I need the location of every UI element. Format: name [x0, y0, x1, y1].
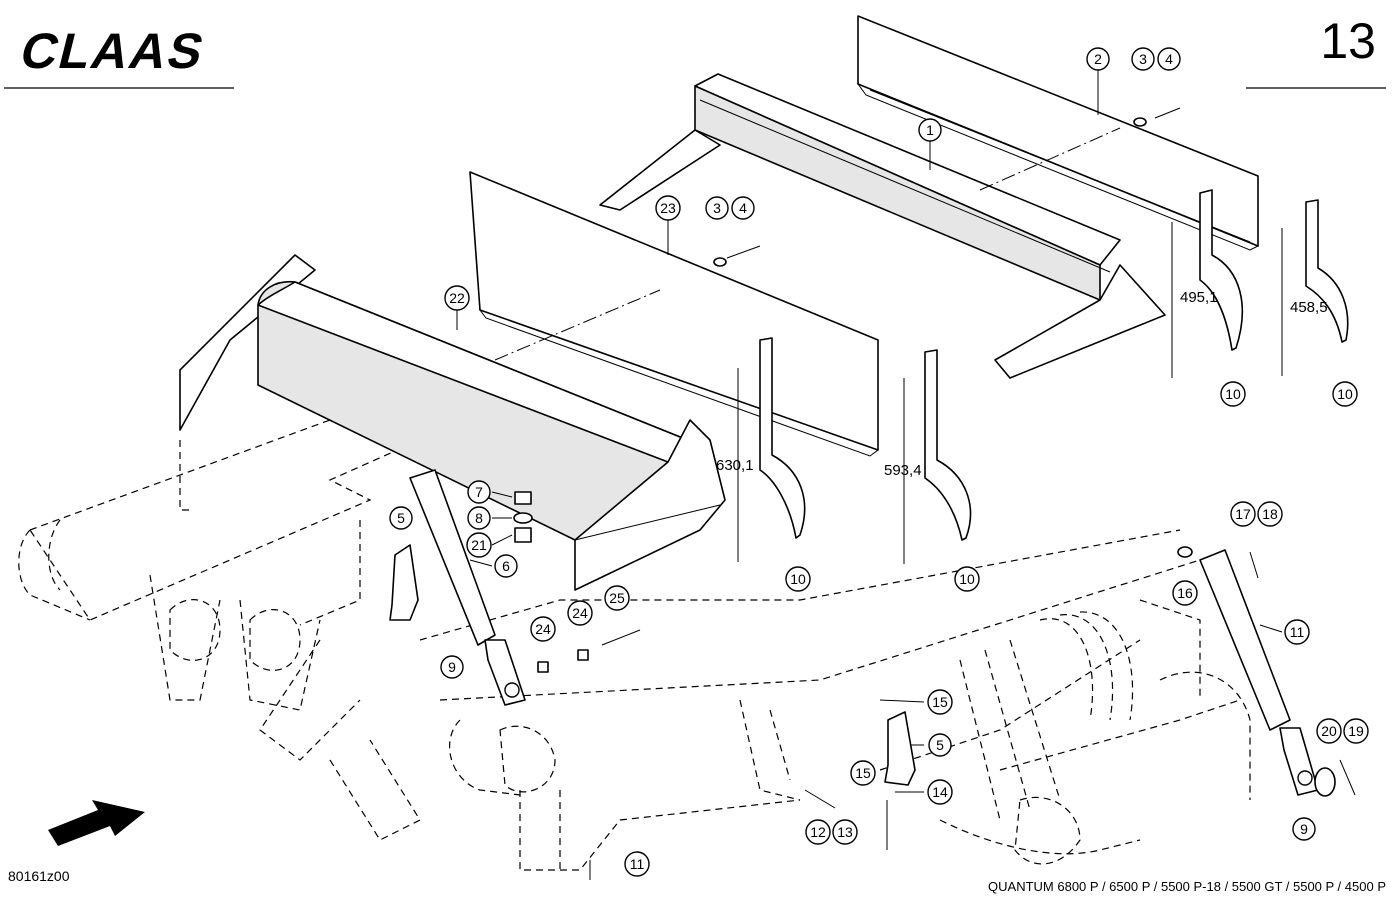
callout-13: 13 — [832, 819, 858, 845]
svg-text:4: 4 — [739, 200, 747, 216]
svg-text:9: 9 — [448, 659, 456, 675]
callout-19: 19 — [1343, 718, 1369, 744]
svg-text:24: 24 — [535, 621, 551, 637]
callout-22: 22 — [444, 285, 470, 311]
callout-9: 9 — [1292, 817, 1316, 841]
callout-5: 5 — [389, 506, 413, 530]
callout-10: 10 — [1332, 381, 1358, 407]
callout-12: 12 — [805, 819, 831, 845]
direction-arrow-icon — [48, 800, 145, 846]
callout-23: 23 — [655, 195, 681, 221]
page-number: 13 — [1320, 13, 1376, 69]
svg-text:21: 21 — [471, 537, 487, 553]
svg-text:19: 19 — [1348, 723, 1364, 739]
leader-lines — [456, 70, 1283, 793]
callout-4: 4 — [1157, 47, 1181, 71]
callout-25: 25 — [604, 585, 630, 611]
part-23-middle-plate — [469, 171, 880, 457]
callout-24: 24 — [530, 616, 556, 642]
brand-logo: CLAAS — [15, 23, 212, 79]
callout-17: 17 — [1230, 501, 1256, 527]
svg-text:24: 24 — [572, 605, 588, 621]
part-2-rear-plate — [856, 15, 1260, 251]
svg-text:12: 12 — [810, 824, 826, 840]
svg-text:20: 20 — [1321, 723, 1337, 739]
callout-3: 3 — [705, 196, 729, 220]
callout-15: 15 — [850, 760, 876, 786]
part-10-blade-c — [1199, 189, 1244, 351]
dimension-593-4: 593,4 — [884, 378, 922, 564]
callout-18: 18 — [1257, 501, 1283, 527]
svg-text:7: 7 — [475, 484, 483, 500]
callout-6: 6 — [494, 554, 518, 578]
hardware-items — [513, 107, 1356, 880]
callout-10: 10 — [1220, 381, 1246, 407]
callout-11: 11 — [1284, 619, 1310, 645]
part-10-blade-b — [924, 349, 972, 541]
callout-1: 1 — [918, 118, 942, 142]
svg-text:16: 16 — [1177, 585, 1193, 601]
svg-text:10: 10 — [1337, 386, 1353, 402]
svg-text:3: 3 — [713, 200, 721, 216]
callout-10: 10 — [785, 566, 811, 592]
callout-9: 9 — [440, 655, 464, 679]
svg-text:15: 15 — [855, 765, 871, 781]
callout-15: 15 — [927, 689, 953, 715]
svg-text:8: 8 — [475, 510, 483, 526]
svg-text:3: 3 — [1139, 51, 1147, 67]
svg-text:11: 11 — [630, 856, 645, 872]
callout-20: 20 — [1316, 718, 1342, 744]
callout-4: 4 — [731, 196, 755, 220]
callout-3: 3 — [1131, 47, 1155, 71]
svg-text:13: 13 — [837, 824, 853, 840]
svg-text:9: 9 — [1300, 821, 1308, 837]
svg-text:4: 4 — [1165, 51, 1173, 67]
callout-10: 10 — [954, 566, 980, 592]
svg-text:5: 5 — [397, 510, 405, 526]
part-22-lower-tray — [179, 254, 726, 591]
part-1-upper-tray — [599, 73, 1166, 379]
svg-text:17: 17 — [1235, 506, 1251, 522]
callout-14: 14 — [927, 779, 953, 805]
dimension-label: 630,1 — [716, 457, 754, 474]
svg-text:14: 14 — [932, 784, 948, 800]
svg-text:10: 10 — [1225, 386, 1241, 402]
part-10-blade-a — [759, 337, 806, 539]
svg-text:6: 6 — [502, 558, 510, 574]
svg-text:11: 11 — [1290, 624, 1305, 640]
svg-text:1: 1 — [926, 122, 934, 138]
callout-11: 11 — [624, 851, 650, 877]
svg-text:25: 25 — [609, 590, 625, 606]
part-5-bracket-b — [884, 711, 916, 786]
machine-frame-phantom — [18, 419, 1251, 871]
svg-text:23: 23 — [660, 200, 676, 216]
dimension-495-1: 495,1 — [1171, 222, 1218, 378]
svg-text:18: 18 — [1262, 506, 1278, 522]
callout-7: 7 — [467, 480, 491, 504]
callout-2: 2 — [1086, 47, 1110, 71]
svg-text:5: 5 — [936, 737, 944, 753]
part-10-blade-d — [1305, 199, 1349, 343]
svg-text:22: 22 — [449, 290, 465, 306]
svg-text:15: 15 — [932, 694, 948, 710]
part-5-bracket-a — [389, 544, 419, 621]
dimension-label: 458,5 — [1290, 299, 1328, 316]
dimension-630-1: 630,1 — [716, 368, 754, 562]
svg-text:10: 10 — [790, 571, 806, 587]
callout-5: 5 — [928, 733, 952, 757]
dimension-label: 593,4 — [884, 462, 922, 479]
dimension-458-5: 458,5 — [1281, 228, 1328, 376]
svg-text:2: 2 — [1094, 51, 1102, 67]
callout-8: 8 — [467, 506, 491, 530]
part-6-cylinder — [409, 469, 526, 706]
part-11-cylinder — [1199, 549, 1319, 796]
callout-16: 16 — [1172, 580, 1198, 606]
dimension-label: 495,1 — [1180, 289, 1218, 306]
model-list: QUANTUM 6800 P / 6500 P / 5500 P-18 / 55… — [988, 879, 1386, 894]
callout-24: 24 — [567, 600, 593, 626]
drawing-id: 80161z00 — [8, 868, 70, 884]
svg-text:10: 10 — [959, 571, 975, 587]
callout-21: 21 — [466, 532, 492, 558]
